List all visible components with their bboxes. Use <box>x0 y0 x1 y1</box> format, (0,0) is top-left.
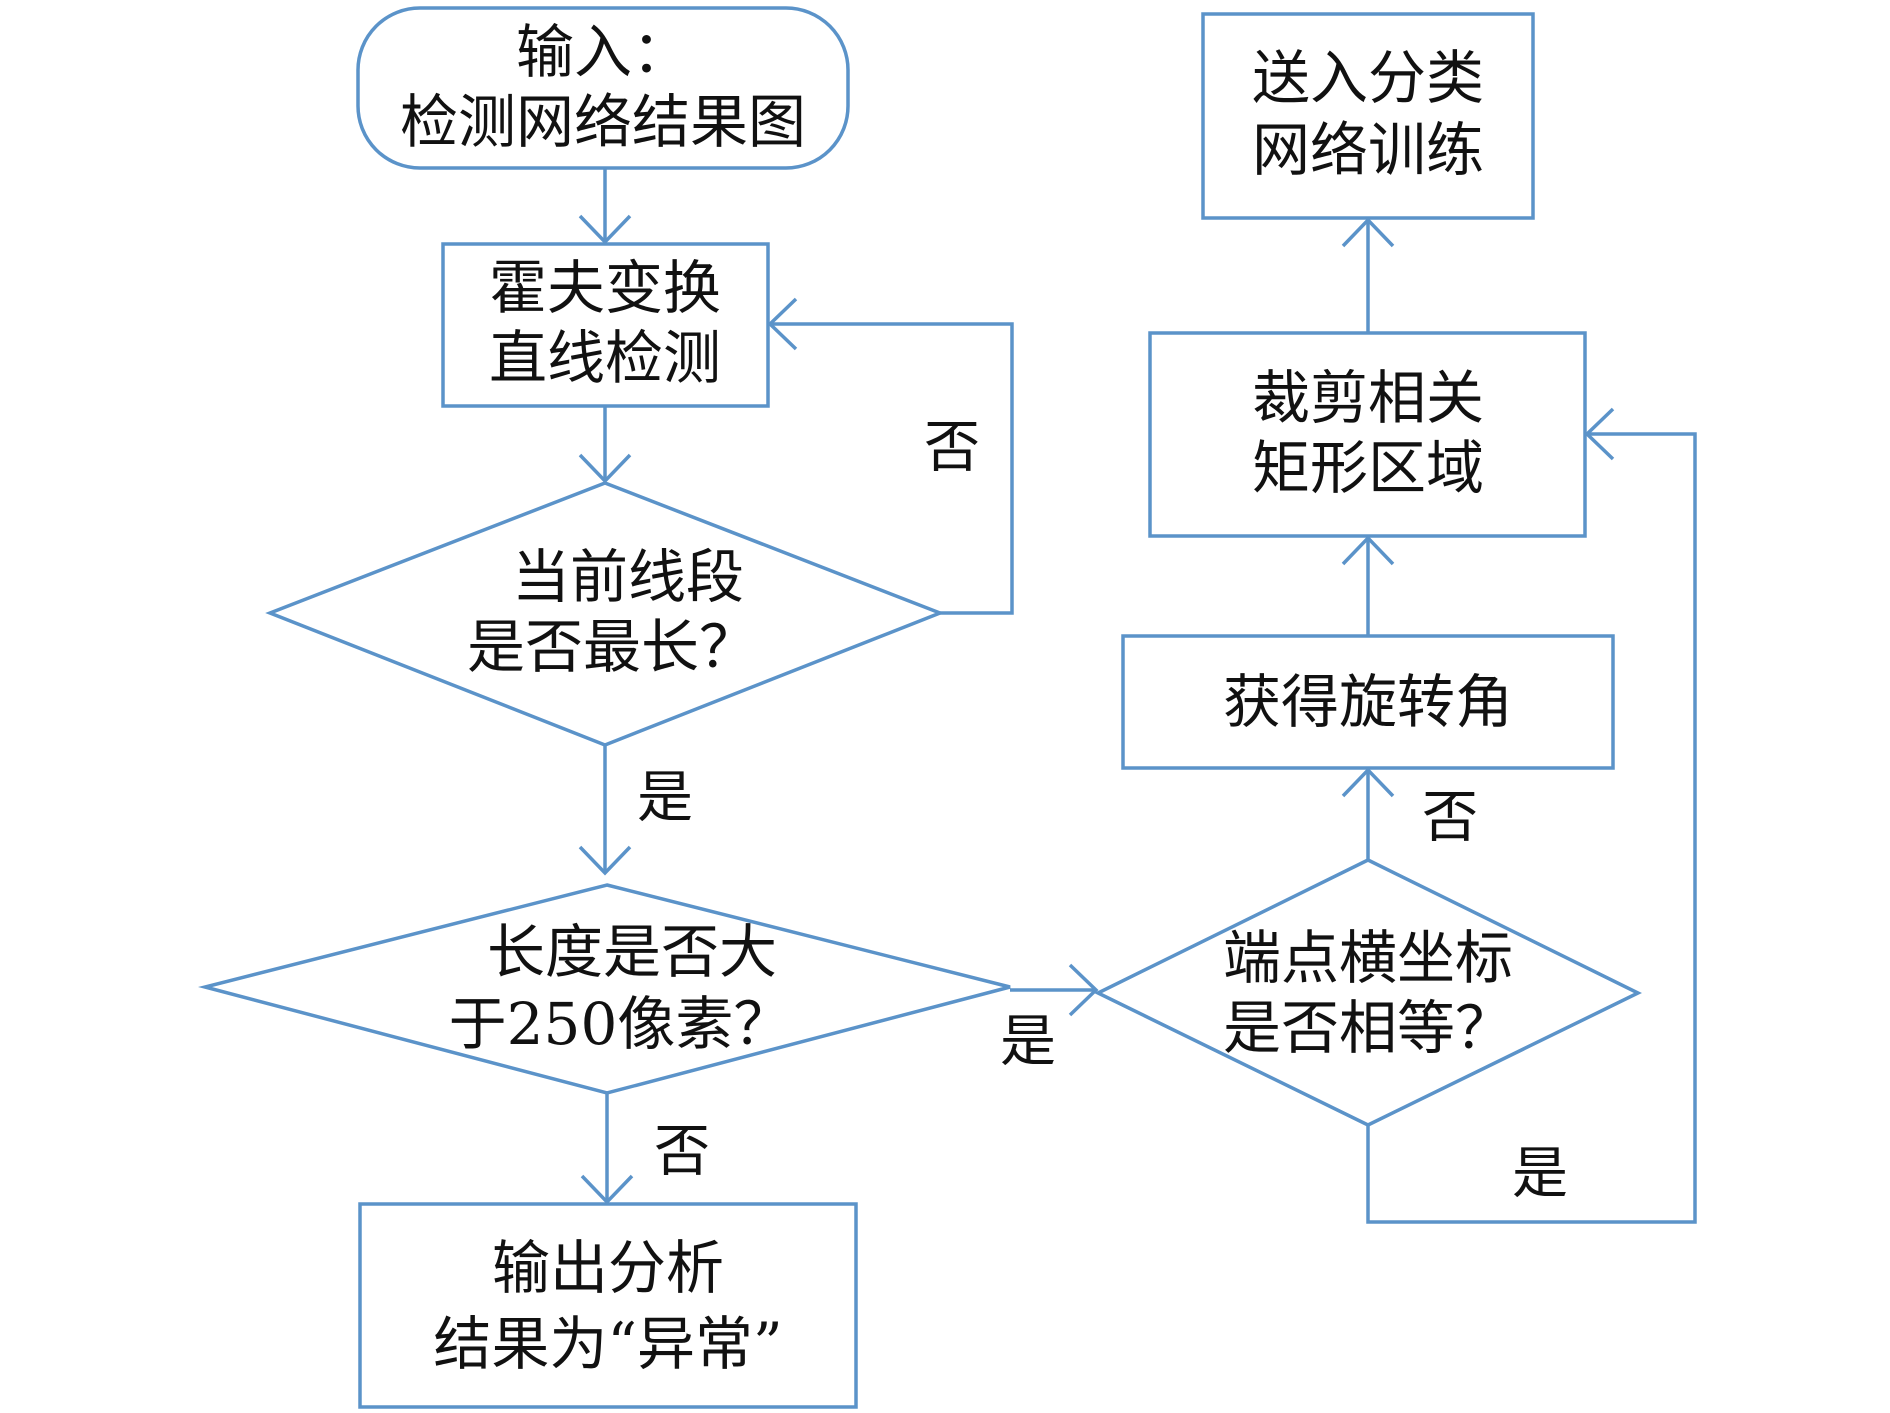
arrowhead-icon <box>767 297 798 351</box>
arrowhead-icon <box>1341 217 1395 248</box>
longest-decision: 当前线段 是否最长？ <box>265 481 945 747</box>
crop-node: 裁剪相关 矩形区域 <box>1148 331 1587 538</box>
arrowhead-icon <box>578 845 632 876</box>
rotation-node: 获得旋转角 <box>1121 634 1615 770</box>
endpoints-decision-line2: 是否相等？ <box>1223 994 1513 1062</box>
label-longest-no: 否 <box>924 416 980 481</box>
edge-length-no <box>580 1093 634 1205</box>
classify-node-line1: 送入分类 <box>1252 44 1484 112</box>
hough-node-line1: 霍夫变换 <box>489 254 721 322</box>
length-decision-line2: 于250像素？ <box>449 990 792 1058</box>
crop-node-line2: 矩形区域 <box>1252 434 1484 502</box>
classify-node: 送入分类 网络训练 <box>1201 12 1535 220</box>
arrowhead-icon <box>1341 535 1395 566</box>
edge-endpoints-no <box>1341 767 1395 860</box>
endpoints-decision-shape <box>1094 858 1642 1127</box>
endpoints-decision: 端点横坐标 是否相等？ <box>1094 858 1642 1127</box>
abnormal-node-line2: 结果为“异常” <box>433 1310 782 1378</box>
edge-length-yes <box>1010 963 1099 1017</box>
edge-hough-to-longest <box>578 406 632 484</box>
length-decision-shape <box>198 883 1011 1095</box>
start-node-line2: 检测网络结果图 <box>400 88 806 156</box>
arrowhead-icon <box>580 1174 634 1205</box>
start-node-shape <box>356 6 850 170</box>
edge-longest-yes <box>578 745 632 876</box>
arrowhead-icon <box>1584 407 1615 461</box>
length-decision: 长度是否大 于250像素？ <box>198 883 1011 1095</box>
arrowhead-icon <box>1068 963 1099 1017</box>
rotation-node-line1: 获得旋转角 <box>1223 668 1513 736</box>
edge-rotation-to-crop <box>1341 535 1395 636</box>
edge-endpoints-yes <box>1366 407 1697 1224</box>
start-node-line1: 输入： <box>516 18 690 86</box>
classify-node-line2: 网络训练 <box>1252 116 1484 184</box>
hough-node: 霍夫变换 直线检测 <box>441 242 770 408</box>
label-length-yes: 是 <box>1000 1010 1056 1075</box>
edge-start-to-hough <box>578 168 632 245</box>
crop-node-line1: 裁剪相关 <box>1252 364 1484 432</box>
abnormal-node: 输出分析 结果为“异常” <box>358 1202 858 1409</box>
label-endpoints-no: 否 <box>1422 786 1478 851</box>
longest-decision-line2: 是否最长？ <box>467 613 757 681</box>
longest-decision-line1: 当前线段 <box>512 543 744 611</box>
arrowhead-icon <box>578 214 632 245</box>
abnormal-node-shape <box>358 1202 858 1409</box>
hough-node-shape <box>441 242 770 408</box>
label-longest-yes: 是 <box>637 766 693 831</box>
abnormal-node-line1: 输出分析 <box>492 1234 724 1302</box>
endpoints-decision-line1: 端点横坐标 <box>1223 924 1513 992</box>
label-length-no: 否 <box>654 1120 710 1185</box>
arrowhead-icon <box>1341 767 1395 798</box>
start-node: 输入： 检测网络结果图 <box>356 6 850 170</box>
classify-node-shape <box>1201 12 1535 220</box>
edge-longest-no-loop <box>767 297 1014 615</box>
edge-crop-to-classify <box>1341 217 1395 333</box>
length-decision-line1: 长度是否大 <box>487 918 777 986</box>
hough-node-line2: 直线检测 <box>489 324 721 392</box>
arrowhead-icon <box>578 453 632 484</box>
label-endpoints-yes: 是 <box>1512 1142 1568 1207</box>
